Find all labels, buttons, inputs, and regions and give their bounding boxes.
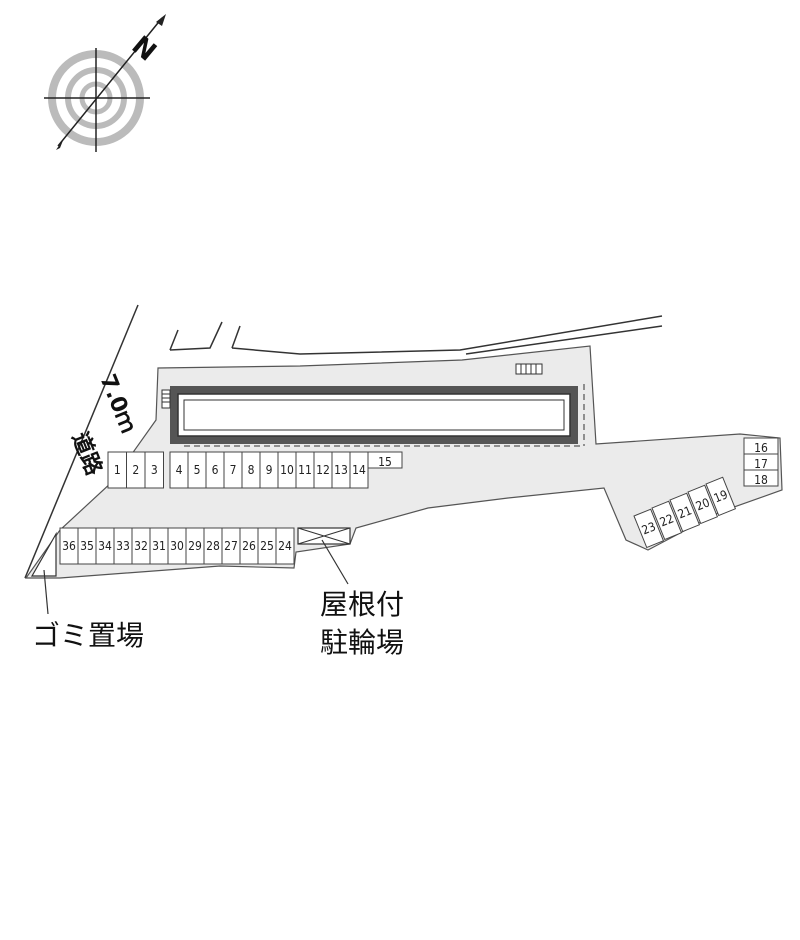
parking-slot: 20: [687, 484, 719, 525]
garbage-area-label: ゴミ置場: [32, 619, 144, 652]
parking-slot-number: 2: [132, 463, 139, 477]
parking-slot-number: 28: [206, 539, 220, 553]
north-label: N: [126, 31, 162, 68]
parking-slot-number: 8: [248, 463, 255, 477]
parking-slot: 26: [239, 527, 259, 565]
parking-slot-number: 4: [176, 463, 183, 477]
parking-slot: 18: [743, 469, 779, 487]
road-width-label: 7.0ｍ: [94, 371, 140, 437]
parking-slot: 28: [203, 527, 223, 565]
parking-slot: 12: [313, 451, 333, 489]
compass-rose-icon: N: [44, 14, 166, 152]
parking-slot-number: 22: [658, 511, 676, 529]
parking-slot: 4: [169, 451, 189, 489]
parking-slot-number: 9: [266, 463, 273, 477]
parking-slot: 7: [223, 451, 243, 489]
parking-slot-number: 24: [278, 539, 292, 553]
parking-slot: 16: [743, 437, 779, 455]
parking-slot-number: 5: [194, 463, 201, 477]
parking-slot: 13: [331, 451, 351, 489]
parking-slot: 19: [705, 476, 737, 517]
parking-slot-number: 34: [98, 539, 112, 553]
parking-slot: 6: [205, 451, 225, 489]
parking-slot: 27: [221, 527, 241, 565]
parking-slot: 25: [257, 527, 277, 565]
parking-slot: 31: [149, 527, 169, 565]
parking-slot-number: 16: [754, 441, 768, 455]
parking-slot-number: 11: [298, 463, 312, 477]
parking-slot: 36: [59, 527, 79, 565]
parking-slot-number: 27: [224, 539, 238, 553]
parking-slot: 8: [241, 451, 261, 489]
bicycle-shelter-label-line2: 駐輪場: [320, 626, 404, 659]
parking-slot-number: 26: [242, 539, 256, 553]
parking-slot-number: 1: [114, 463, 121, 477]
parking-slot-number: 15: [378, 455, 392, 469]
parking-slot-number: 18: [754, 473, 768, 487]
parking-slot: 35: [77, 527, 97, 565]
parking-slot: 21: [669, 492, 701, 533]
parking-slot-number: 32: [134, 539, 148, 553]
parking-slot-number: 12: [316, 463, 330, 477]
parking-slot-number: 23: [640, 519, 658, 537]
parking-slot-number: 35: [80, 539, 94, 553]
parking-slot: 10: [277, 451, 297, 489]
parking-slot-number: 20: [694, 495, 712, 513]
parking-slot: 22: [651, 500, 683, 541]
parking-slot: 30: [167, 527, 187, 565]
parking-slot-number: 33: [116, 539, 130, 553]
parking-slot: 9: [259, 451, 279, 489]
parking-slot-number: 21: [676, 503, 694, 521]
parking-slot: 11: [295, 451, 315, 489]
road-name-label: 道路: [66, 429, 107, 480]
parking-slot: 1: [107, 451, 127, 489]
parking-slot-number: 29: [188, 539, 202, 553]
bicycle-shelter-label-line1: 屋根付: [320, 588, 404, 621]
parking-slot: 14: [349, 451, 369, 489]
parking-slot-number: 3: [151, 463, 158, 477]
parking-slot-number: 17: [754, 457, 768, 471]
parking-slot: 2: [126, 451, 146, 489]
parking-slot-number: 14: [352, 463, 366, 477]
parking-slot-number: 19: [712, 487, 730, 505]
garbage-area: [30, 531, 57, 615]
parking-slot-number: 7: [230, 463, 237, 477]
parking-slot: 34: [95, 527, 115, 565]
parking-slot-number: 36: [62, 539, 76, 553]
bicycle-shelter: [297, 527, 351, 585]
parking-slot-number: 31: [152, 539, 166, 553]
site-boundary-lines: [169, 315, 663, 355]
parking-slot-number: 6: [212, 463, 219, 477]
parking-slot-number: 13: [334, 463, 348, 477]
parking-slot: 15: [367, 451, 403, 469]
parking-slot: 33: [113, 527, 133, 565]
parking-slot: 24: [275, 527, 295, 565]
parking-slot-number: 30: [170, 539, 184, 553]
parking-slot: 17: [743, 453, 779, 471]
apartment-building: [161, 363, 585, 447]
parking-slot: 23: [633, 508, 665, 549]
parking-slot: 5: [187, 451, 207, 489]
parking-slot: 3: [144, 451, 164, 489]
parking-slot-number: 10: [280, 463, 294, 477]
parking-slot: 32: [131, 527, 151, 565]
parking-slot: 29: [185, 527, 205, 565]
parking-slot-number: 25: [260, 539, 274, 553]
